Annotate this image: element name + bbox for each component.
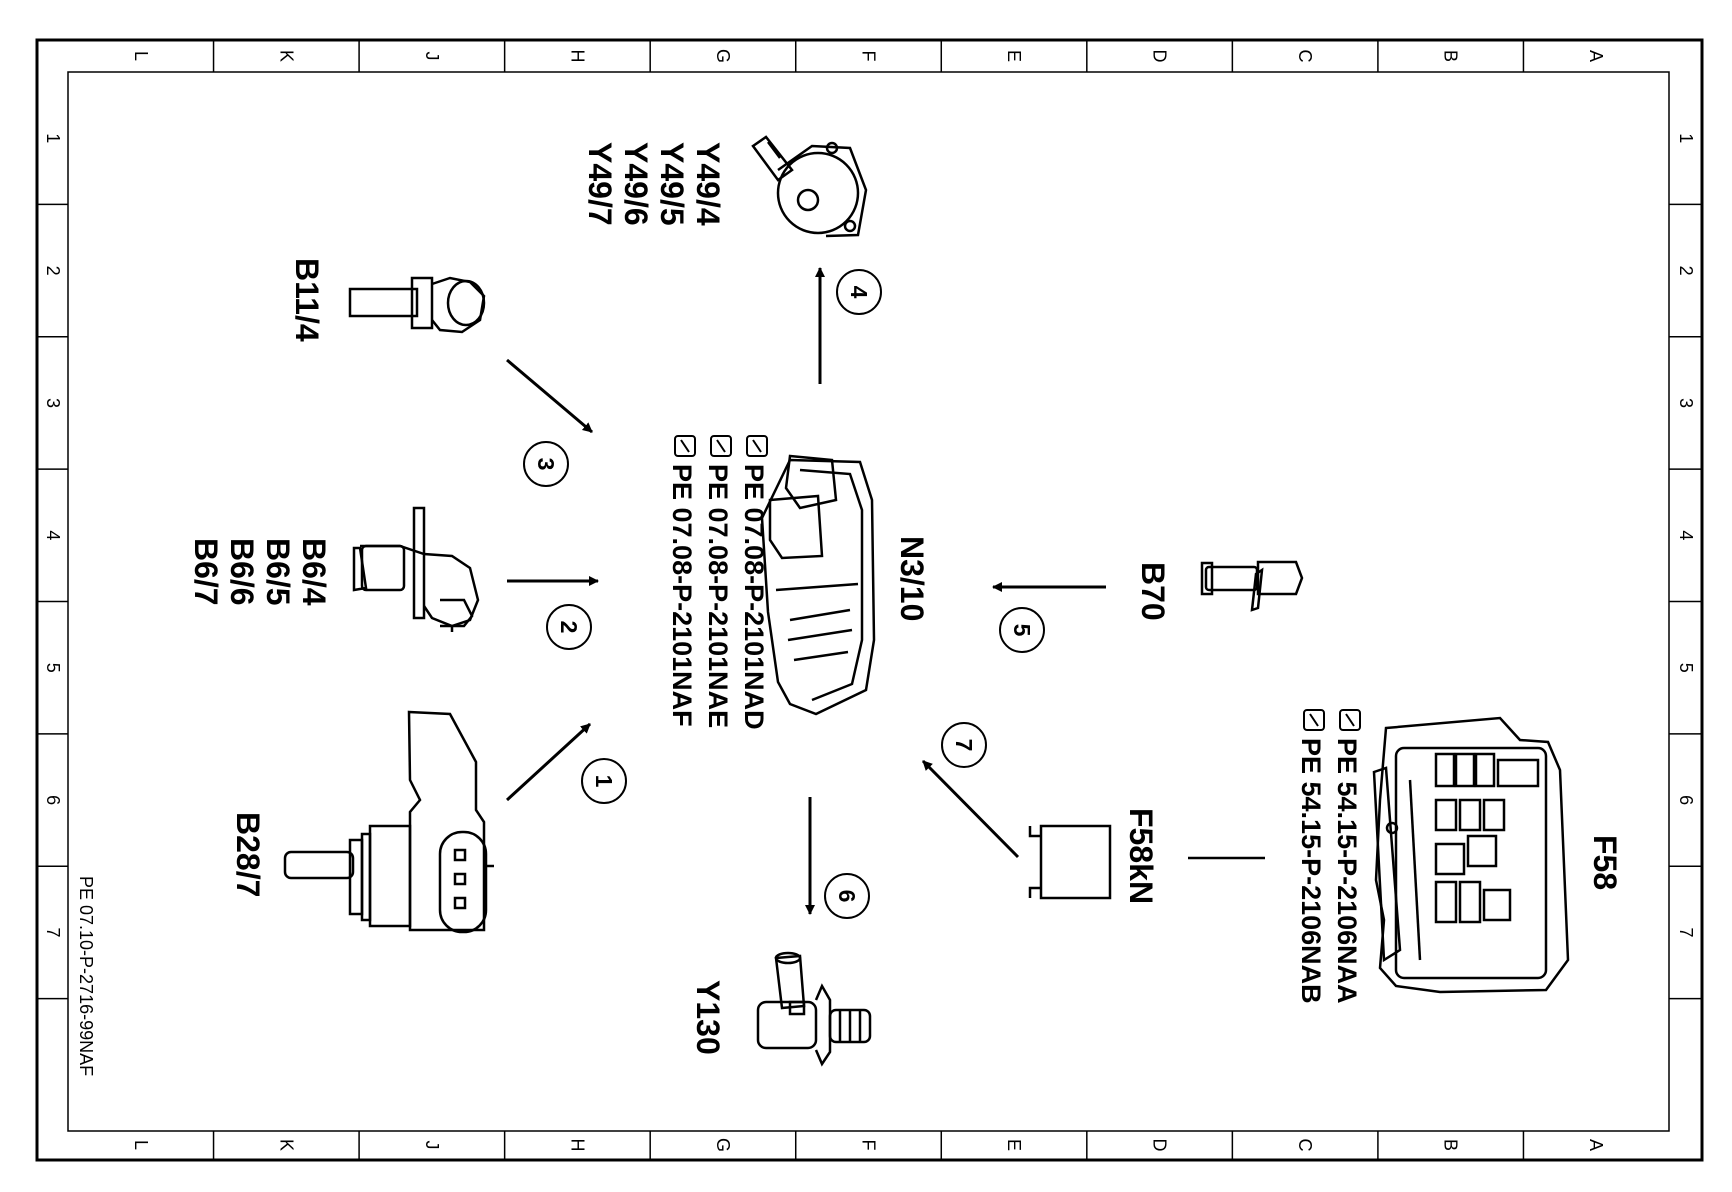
column-label-top: G	[713, 49, 733, 63]
row-label-right: 1	[1676, 133, 1696, 143]
column-label-bottom: E	[1004, 1139, 1024, 1151]
drawing-id: PE 07.10-P-2716-99NAF	[76, 876, 96, 1076]
ref-circle-3: 3	[523, 441, 569, 487]
doc-hand-icon	[1339, 709, 1361, 731]
svg-text:B6/4: B6/4	[296, 538, 332, 606]
crank-sensor-drawing	[1200, 560, 1304, 612]
column-label-top: D	[1150, 50, 1170, 63]
cam-sensor-drawing	[352, 506, 480, 632]
ref-circle-6: 6	[824, 873, 870, 919]
column-labels: L K J H G F E D C B A L K J H G F E D C B A	[131, 49, 1606, 1152]
column-label-bottom: D	[1150, 1139, 1170, 1152]
svg-text:Y49/6: Y49/6	[618, 142, 654, 226]
ecu-doc-refs: PE 07.08-P-2101NAD PE 07.08-P-2101NAE PE…	[667, 435, 769, 730]
svg-text:1: 1	[591, 775, 617, 788]
column-label-top: A	[1586, 50, 1606, 62]
column-label-top: F	[859, 51, 879, 62]
doc-hand-icon	[710, 435, 732, 457]
svg-text:3: 3	[533, 458, 559, 471]
actuator-drawing	[751, 135, 868, 238]
row-label-right: 7	[1676, 927, 1696, 937]
cam-sensor-labels: B6/4 B6/5 B6/6 B6/7	[188, 538, 332, 606]
column-label-top: J	[422, 52, 442, 61]
valve-label: Y130	[690, 980, 726, 1055]
doc-hand-icon	[674, 435, 696, 457]
svg-text:PE 54.15-P-2106NAA: PE 54.15-P-2106NAA	[1332, 738, 1362, 1004]
ecu-label: N3/10	[894, 536, 930, 621]
svg-text:B6/5: B6/5	[260, 538, 296, 606]
svg-text:PE 54.15-P-2106NAB: PE 54.15-P-2106NAB	[1296, 738, 1326, 1004]
svg-text:PE 07.08-P-2101NAE: PE 07.08-P-2101NAE	[703, 464, 733, 728]
row-label-left: 2	[43, 266, 63, 276]
row-label-left: 7	[43, 927, 63, 937]
svg-text:PE 07.08-P-2101NAF: PE 07.08-P-2101NAF	[667, 464, 697, 727]
column-label-bottom: B	[1441, 1139, 1461, 1151]
row-label-left: 3	[43, 398, 63, 408]
fusebox-doc-refs: PE 54.15-P-2106NAA PE 54.15-P-2106NAB	[1296, 709, 1362, 1004]
svg-text:Y49/5: Y49/5	[654, 142, 690, 226]
row-label-left: 5	[43, 663, 63, 673]
svg-text:Y49/7: Y49/7	[582, 142, 618, 226]
column-label-bottom: C	[1295, 1139, 1315, 1152]
column-label-bottom: J	[422, 1141, 442, 1150]
component-labels: Y49/4 Y49/5 Y49/6 Y49/7 B11/4 B6/4 B6/5 …	[188, 142, 1623, 1055]
drawing-frame	[35, 38, 1704, 1162]
column-label-top: L	[131, 51, 151, 61]
svg-text:PE 07.08-P-2101NAD: PE 07.08-P-2101NAD	[739, 464, 769, 730]
ecu-drawing	[760, 454, 876, 716]
row-label-left: 1	[43, 133, 63, 143]
svg-text:4: 4	[846, 286, 872, 299]
temp-sensor-label: B11/4	[289, 258, 325, 342]
row-label-right: 5	[1676, 663, 1696, 673]
column-label-top: B	[1441, 50, 1461, 62]
temp-sensor-drawing	[348, 276, 486, 334]
arrows	[505, 267, 1265, 915]
fuse-label: F58kN	[1123, 808, 1159, 904]
valve-drawing	[756, 951, 872, 1067]
pressure-sensor-label: B28/7	[230, 812, 266, 897]
column-label-top: K	[276, 50, 296, 62]
row-label-right: 4	[1676, 530, 1696, 540]
doc-hand-icon	[746, 435, 768, 457]
column-label-bottom: F	[859, 1140, 879, 1151]
ref-circle-1: 1	[581, 758, 627, 804]
svg-text:5: 5	[1009, 624, 1035, 637]
svg-text:2: 2	[556, 621, 582, 634]
column-label-top: C	[1295, 50, 1315, 63]
actuator-labels: Y49/4 Y49/5 Y49/6 Y49/7	[582, 142, 726, 226]
ref-circle-7: 7	[941, 722, 987, 768]
row-label-right: 6	[1676, 795, 1696, 805]
column-label-bottom: A	[1586, 1139, 1606, 1151]
row-label-right: 2	[1676, 266, 1696, 276]
fusebox-label: F58	[1587, 835, 1623, 890]
column-label-bottom: H	[567, 1139, 587, 1152]
column-label-bottom: K	[276, 1139, 296, 1151]
svg-text:B6/7: B6/7	[188, 538, 224, 606]
crank-sensor-label: B70	[1135, 562, 1171, 621]
svg-text:7: 7	[951, 739, 977, 752]
svg-text:6: 6	[834, 890, 860, 903]
ref-circle-4: 4	[836, 269, 882, 315]
ref-circle-5: 5	[999, 607, 1045, 653]
row-label-left: 4	[43, 530, 63, 540]
svg-text:Y49/4: Y49/4	[690, 142, 726, 226]
row-label-right: 3	[1676, 398, 1696, 408]
doc-hand-icon	[1303, 709, 1325, 731]
column-label-bottom: L	[131, 1140, 151, 1150]
row-labels: 1 2 3 4 5 6 7 1 2 3 4 5 6 7	[43, 133, 1696, 937]
svg-text:B6/6: B6/6	[224, 538, 260, 606]
fusebox-drawing	[1372, 716, 1570, 994]
row-label-left: 6	[43, 795, 63, 805]
pressure-sensor-drawing	[283, 710, 494, 934]
column-label-top: E	[1004, 50, 1024, 62]
column-label-bottom: G	[713, 1138, 733, 1152]
reference-numbers: 1 2 3 4 5 6 7	[523, 269, 1045, 919]
column-label-top: H	[567, 50, 587, 63]
ref-circle-2: 2	[546, 604, 592, 650]
fuse-drawing	[1028, 824, 1112, 900]
